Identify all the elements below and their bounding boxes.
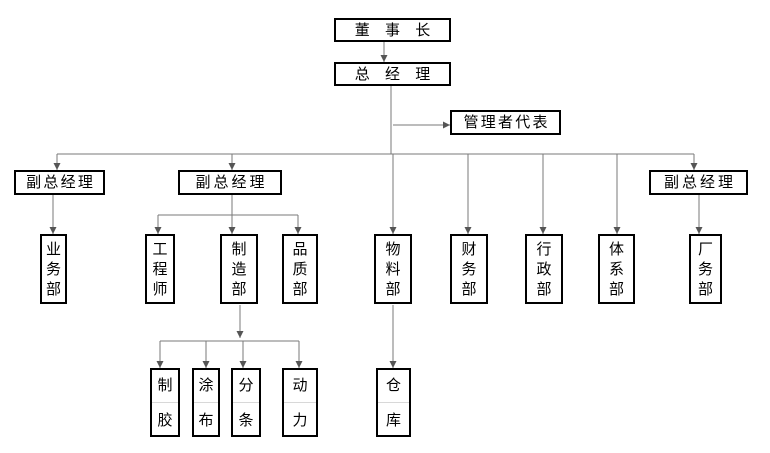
dept-engineering-char: 程 [152, 260, 168, 278]
unit-coating-char: 涂 [198, 376, 214, 394]
vp-right-label: 副总经理 [663, 173, 736, 191]
dept-materials-char: 料 [385, 260, 401, 278]
dept-factory-char: 厂 [697, 240, 713, 258]
unit-warehouse-char: 库 [385, 411, 401, 429]
dept-system-char: 部 [608, 280, 624, 298]
dept-materials-char: 物 [385, 240, 401, 258]
vp-right-box: 副总经理 [649, 170, 748, 195]
dept-finance-char: 部 [461, 280, 477, 298]
chairman-label: 董 事 长 [354, 20, 436, 39]
vp-left-box: 副总经理 [14, 170, 105, 195]
dept-system-char: 系 [608, 260, 624, 278]
dept-business-char: 部 [45, 280, 61, 298]
dept-engineering: 工 程 师 [145, 234, 175, 304]
dept-factory-char: 部 [697, 280, 713, 298]
dept-quality-char: 部 [292, 280, 308, 298]
dept-administration: 行 政 部 [525, 234, 563, 304]
dept-engineering-char: 师 [152, 280, 168, 298]
unit-warehouse-divider [378, 402, 409, 403]
unit-power: 动 力 [282, 368, 318, 437]
unit-coating-char: 布 [198, 411, 214, 429]
unit-coating-divider [194, 402, 218, 403]
dept-manufacturing-char: 造 [231, 260, 247, 278]
unit-rubber-char: 制 [157, 376, 173, 394]
dept-administration-char: 部 [536, 280, 552, 298]
dept-quality: 品 质 部 [282, 234, 318, 304]
dept-business-char: 务 [45, 260, 61, 278]
management-rep-label: 管理者代表 [463, 113, 550, 131]
dept-manufacturing: 制 造 部 [220, 234, 258, 304]
unit-rubber: 制 胶 [150, 368, 180, 437]
dept-business: 业 务 部 [40, 234, 67, 304]
dept-factory-char: 务 [697, 260, 713, 278]
dept-factory: 厂 务 部 [689, 234, 722, 304]
dept-finance-char: 务 [461, 260, 477, 278]
dept-materials: 物 料 部 [374, 234, 412, 304]
unit-power-char: 力 [292, 411, 308, 429]
dept-quality-char: 品 [292, 240, 308, 258]
dept-manufacturing-char: 部 [231, 280, 247, 298]
dept-finance-char: 财 [461, 240, 477, 258]
unit-warehouse: 仓 库 [376, 368, 411, 437]
dept-administration-char: 行 [536, 240, 552, 258]
unit-power-divider [284, 402, 316, 403]
unit-slitting-char: 分 [238, 376, 254, 394]
dept-quality-char: 质 [292, 260, 308, 278]
chairman-box: 董 事 长 [334, 18, 451, 42]
vp-middle-box: 副总经理 [178, 170, 282, 195]
general-manager-box: 总 经 理 [334, 62, 451, 86]
dept-manufacturing-char: 制 [231, 240, 247, 258]
dept-engineering-char: 工 [152, 240, 168, 258]
dept-system: 体 系 部 [598, 234, 635, 304]
dept-system-char: 体 [608, 240, 624, 258]
unit-warehouse-char: 仓 [385, 376, 401, 394]
dept-finance: 财 务 部 [450, 234, 488, 304]
unit-coating: 涂 布 [192, 368, 220, 437]
unit-rubber-char: 胶 [157, 411, 173, 429]
unit-power-char: 动 [292, 376, 308, 394]
unit-slitting: 分 条 [231, 368, 261, 437]
unit-slitting-char: 条 [238, 411, 254, 429]
vp-middle-label: 副总经理 [195, 173, 268, 191]
general-manager-label: 总 经 理 [354, 64, 436, 83]
dept-business-char: 业 [45, 240, 61, 258]
vp-left-label: 副总经理 [26, 173, 96, 191]
unit-rubber-divider [152, 402, 178, 403]
management-rep-box: 管理者代表 [450, 110, 561, 135]
dept-administration-char: 政 [536, 260, 552, 278]
dept-materials-char: 部 [385, 280, 401, 298]
unit-slitting-divider [233, 402, 259, 403]
